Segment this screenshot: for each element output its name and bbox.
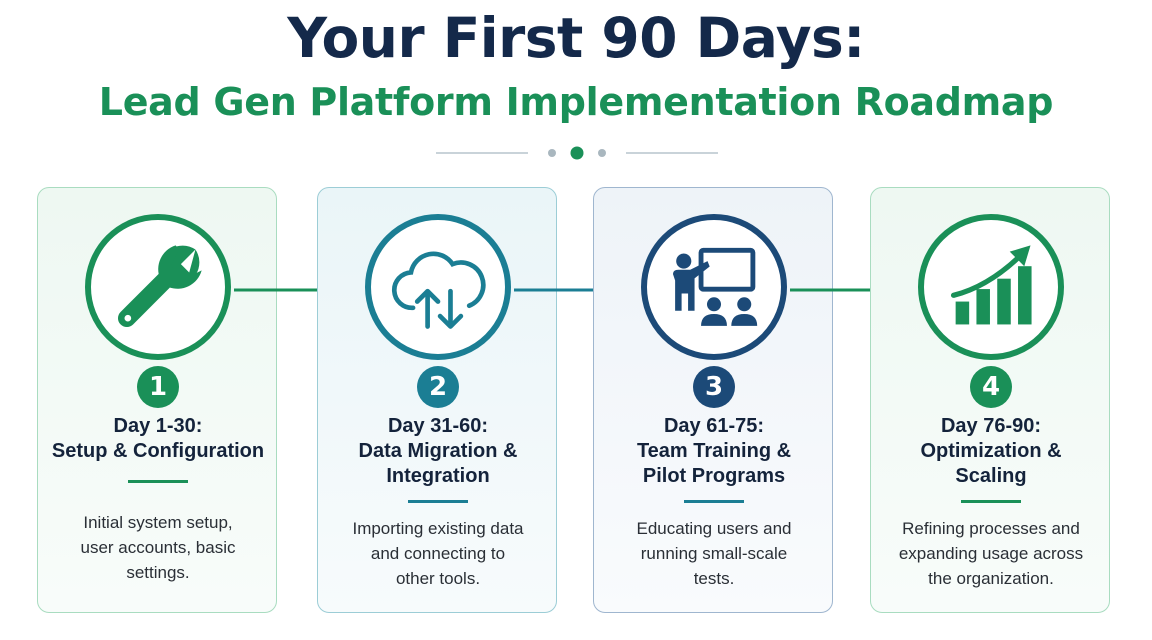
presentation-icon bbox=[672, 247, 758, 326]
step-icon-ring-4 bbox=[918, 214, 1064, 360]
step-description-4: Refining processes and expanding usage a… bbox=[885, 516, 1097, 591]
step-phase-name: Setup & Configuration bbox=[51, 440, 265, 462]
step-desc-line: Importing existing data bbox=[352, 519, 524, 538]
step-desc-line: other tools. bbox=[395, 569, 481, 588]
page-subtitle: Lead Gen Platform Implementation Roadmap bbox=[98, 80, 1054, 124]
step-description-2: Importing existing data and connecting t… bbox=[332, 516, 544, 591]
step-phase-name: Optimization & bbox=[920, 440, 1062, 462]
step-number-badge-3: 3 bbox=[693, 366, 735, 408]
step-phase-name: Pilot Programs bbox=[642, 465, 786, 487]
step-phase-range: Day 61-75: bbox=[663, 415, 765, 437]
step-card-1: 1 Day 1-30: Setup & Configuration Initia… bbox=[37, 187, 277, 613]
step-desc-line: and connecting to bbox=[370, 544, 506, 563]
step-desc-line: running small-scale bbox=[640, 544, 788, 563]
step-desc-line: settings. bbox=[126, 563, 190, 582]
step-number-badge-2: 2 bbox=[417, 366, 459, 408]
step-phase-title-2: Day 31-60: Data Migration & Integration bbox=[324, 414, 552, 489]
step-rule-1 bbox=[128, 480, 188, 483]
step-phase-range: Day 1-30: bbox=[113, 415, 203, 437]
step-desc-line: Educating users and bbox=[636, 519, 792, 538]
step-rule-3 bbox=[684, 500, 744, 503]
step-phase-name: Scaling bbox=[955, 465, 1027, 487]
step-phase-range: Day 76-90: bbox=[940, 415, 1042, 437]
step-desc-line: expanding usage across bbox=[898, 544, 1084, 563]
step-description-1: Initial system setup, user accounts, bas… bbox=[52, 510, 264, 585]
cloud-sync-icon bbox=[391, 251, 486, 329]
step-rule-2 bbox=[408, 500, 468, 503]
wrench-icon bbox=[117, 245, 202, 328]
step-icon-ring-1 bbox=[85, 214, 231, 360]
step-desc-line: the organization. bbox=[928, 569, 1054, 588]
title-divider bbox=[436, 146, 718, 160]
step-card-3: 3 Day 61-75: Team Training & Pilot Progr… bbox=[593, 187, 833, 613]
step-rule-4 bbox=[961, 500, 1021, 503]
step-phase-range: Day 31-60: bbox=[387, 415, 489, 437]
step-number-badge-4: 4 bbox=[970, 366, 1012, 408]
step-card-4: 4 Day 76-90: Optimization & Scaling Refi… bbox=[870, 187, 1110, 613]
step-desc-line: tests. bbox=[693, 569, 735, 588]
step-desc-line: Refining processes and bbox=[902, 519, 1080, 538]
step-desc-line: Initial system setup, bbox=[83, 513, 233, 532]
step-phase-title-4: Day 76-90: Optimization & Scaling bbox=[877, 414, 1105, 489]
step-card-2: 2 Day 31-60: Data Migration & Integratio… bbox=[317, 187, 557, 613]
step-phase-title-1: Day 1-30: Setup & Configuration bbox=[44, 414, 272, 464]
step-description-3: Educating users and running small-scale … bbox=[608, 516, 820, 591]
step-phase-title-3: Day 61-75: Team Training & Pilot Program… bbox=[600, 414, 828, 489]
step-icon-ring-3 bbox=[641, 214, 787, 360]
step-phase-name: Team Training & bbox=[636, 440, 792, 462]
step-icon-ring-2 bbox=[365, 214, 511, 360]
step-number-badge-1: 1 bbox=[137, 366, 179, 408]
step-desc-line: user accounts, basic bbox=[80, 538, 236, 557]
step-phase-name: Data Migration & bbox=[358, 440, 518, 462]
growth-chart-icon bbox=[950, 245, 1032, 325]
step-phase-name: Integration bbox=[386, 465, 490, 487]
page-title: Your First 90 Days: bbox=[287, 6, 865, 70]
